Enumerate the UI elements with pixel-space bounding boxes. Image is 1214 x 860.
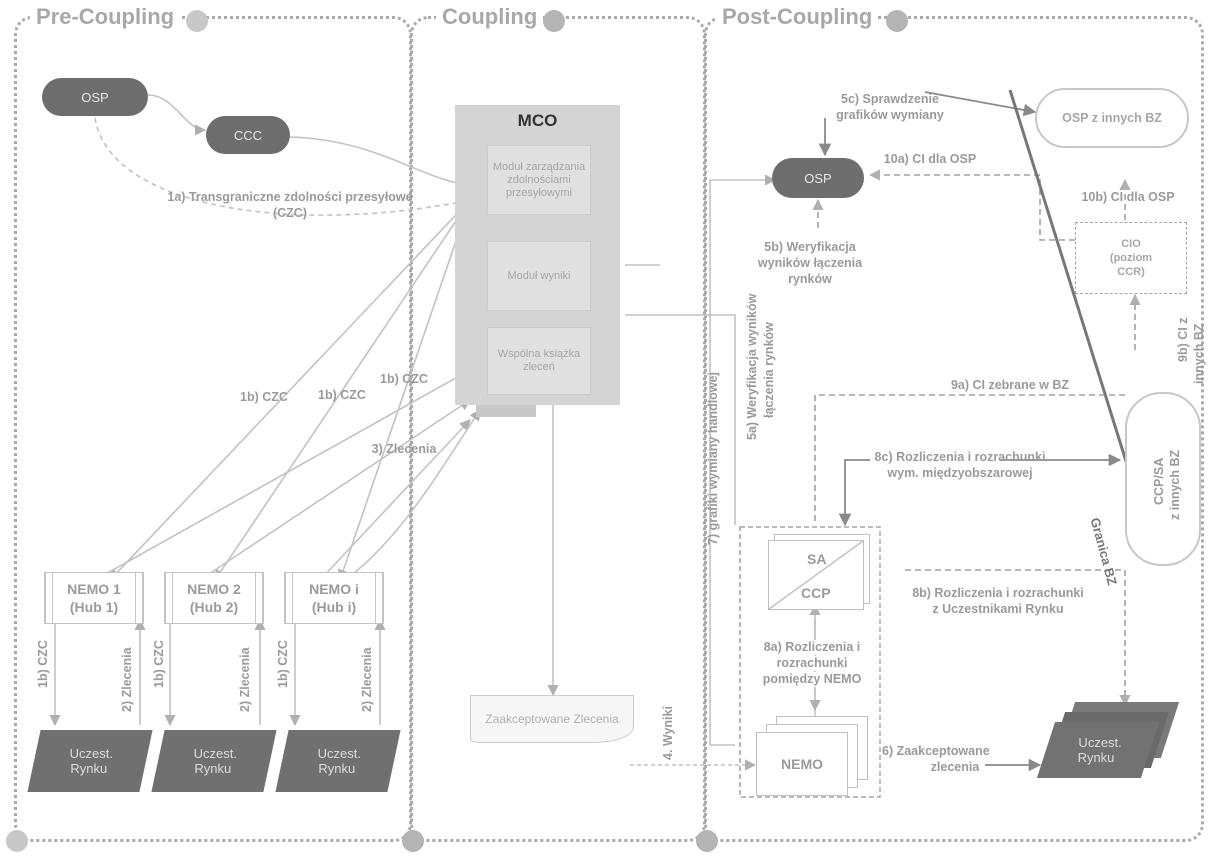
label-8c-line1: 8c) Rozliczenia i rozrachunki [874,450,1046,464]
osp-inne-bz-label: OSP z innych BZ [1062,111,1162,125]
label-1b-czc-c: 1b) CZC [380,372,428,386]
label-5a-l1: 5a) Weryfikacja wyników [745,293,759,440]
osp-inne-bz-cloud: OSP z innych BZ [1035,88,1189,148]
osp-node-right: OSP [772,158,864,198]
label-5c-line1: 5c) Sprawdzenie [841,92,939,106]
label-1b-czc-v2: 1b) CZC [152,640,166,688]
uczest-rynku-1-l2: Rynku [69,761,107,776]
mco-module-orderbook: Wspólna książka zleceń [487,327,591,395]
uczest-rynku-3-l2: Rynku [317,761,355,776]
zaakceptowane-zlecenia-doc: Zaakceptowane Zlecenia [470,695,634,743]
label-10b: 10b) CI dla OSP [1081,190,1175,204]
nemo1-hub: (Hub 1) [69,599,119,615]
mco-module-capacity: Moduł zarządzania zdolnościami przesyłow… [487,145,591,215]
uczest-rynku-2-l2: Rynku [193,761,231,776]
post-coupling-corner-icon [696,830,718,852]
label-5b-line1: 5b) Weryfikacja [764,240,856,254]
sa-ccp-box: SA CCP [768,540,864,610]
mco-title: MCO [517,111,558,130]
pre-coupling-title: Pre-Coupling [30,4,181,30]
pre-coupling-phase-icon [186,10,208,32]
ccp-label: CCP [801,585,831,601]
label-2-zlecenia-v1: 2) Zlecenia [120,647,134,712]
mco-base [476,405,536,417]
uczest-rynku-3: Uczest. Rynku [275,730,401,792]
nemoi-name: NEMO i [309,581,359,597]
ccp-sa-l1: CCP/SA [1152,457,1166,505]
label-1a-line1: 1a) Transgraniczne zdolności przesyłowe [167,190,413,204]
label-8b-line1: 8b) Rozliczenia i rozrachunki [912,586,1084,600]
uczest-rynku-2: Uczest. Rynku [151,730,277,792]
nemo2-box: NEMO 2 (Hub 2) [164,572,264,624]
label-1b-czc-v1: 1b) CZC [36,640,50,688]
label-9a: 9a) CI zebrane w BZ [950,378,1070,392]
cio-l3: CCR) [1117,266,1145,278]
label-1b-czc-v3: 1b) CZC [276,640,290,688]
ccc-node: CCC [206,116,290,154]
cio-l2: (poziom [1109,252,1153,264]
label-6-line1: 6) Zaakceptowane [882,744,990,758]
zaakceptowane-zlecenia-label: Zaakceptowane Zlecenia [485,712,619,726]
uczest-rynku-1-l1: Uczest. [69,746,114,761]
ccp-sa-l2: z innych BZ [1168,449,1182,520]
label-2-zlecenia-v3: 2) Zlecenia [360,647,374,712]
nemo-post-box: NEMO [756,732,848,796]
label-8c-line2: wym. międzyobszarowej [887,466,1033,480]
coupling-corner-icon [402,830,424,852]
label-5b-line2: wyników łączenia [757,256,863,270]
nemoi-hub: (Hub i) [311,599,357,615]
label-2-zlecenia-v2: 2) Zlecenia [238,647,252,712]
uczest-rynku-2-l1: Uczest. [193,746,238,761]
pre-coupling-corner-icon [6,830,28,852]
nemo2-hub: (Hub 2) [189,599,239,615]
uczest-rynku-3-l1: Uczest. [317,746,362,761]
sa-label: SA [807,551,827,567]
cio-l1: CIO [1121,238,1141,250]
label-1a-line2: (CZC) [272,206,307,220]
uczest-post-box: Uczest. Rynku [1036,722,1160,778]
post-coupling-phase-icon [886,10,908,32]
label-10a: 10a) CI dla OSP [883,152,977,166]
label-9b-l1: 9b) CI z [1176,317,1190,362]
label-6-line2: zlecenia [930,760,980,774]
mco-box: MCO Moduł zarządzania zdolnościami przes… [455,105,620,405]
uczest-post-l1: Uczest. [1078,735,1123,750]
label-5a-l2: łączenia rynków [762,322,776,418]
mco-module-results: Moduł wyniki [487,241,591,311]
uczest-post-l2: Rynku [1077,750,1114,765]
nemo1-name: NEMO 1 [67,581,121,597]
label-5c-line2: grafików wymiany [836,108,944,122]
coupling-title: Coupling [436,4,544,30]
label-8a-line2: rozrachunki [748,656,876,671]
osp-node-left: OSP [42,78,148,116]
nemo1-box: NEMO 1 (Hub 1) [44,572,144,624]
label-8b-line2: z Uczestnikami Rynku [932,602,1064,616]
post-coupling-panel [704,16,1204,842]
nemo-post-label: NEMO [781,756,823,772]
nemoi-box: NEMO i (Hub i) [284,572,384,624]
cio-box: CIO (poziom CCR) [1075,222,1187,294]
uczest-rynku-1: Uczest. Rynku [27,730,153,792]
label-1b-czc-b: 1b) CZC [318,388,366,402]
ccp-sa-cloud [1125,392,1201,566]
label-8a-line3: pomiędzy NEMO [748,672,876,687]
label-5b-line3: rynków [788,272,832,286]
label-3-zlecenia: 3) Zlecenia [371,442,437,456]
label-4-wyniki: 4. Wyniki [661,706,675,760]
label-9b-l2: innych BZ [1192,323,1206,384]
coupling-phase-icon [543,10,565,32]
post-coupling-title: Post-Coupling [716,4,879,30]
label-8a-line1: 8a) Rozliczenia i [748,640,876,655]
label-1b-czc-a: 1b) CZC [240,390,288,404]
label-7-grafiki: 7) grafiki wymiany handlowej [706,372,720,545]
nemo2-name: NEMO 2 [187,581,241,597]
